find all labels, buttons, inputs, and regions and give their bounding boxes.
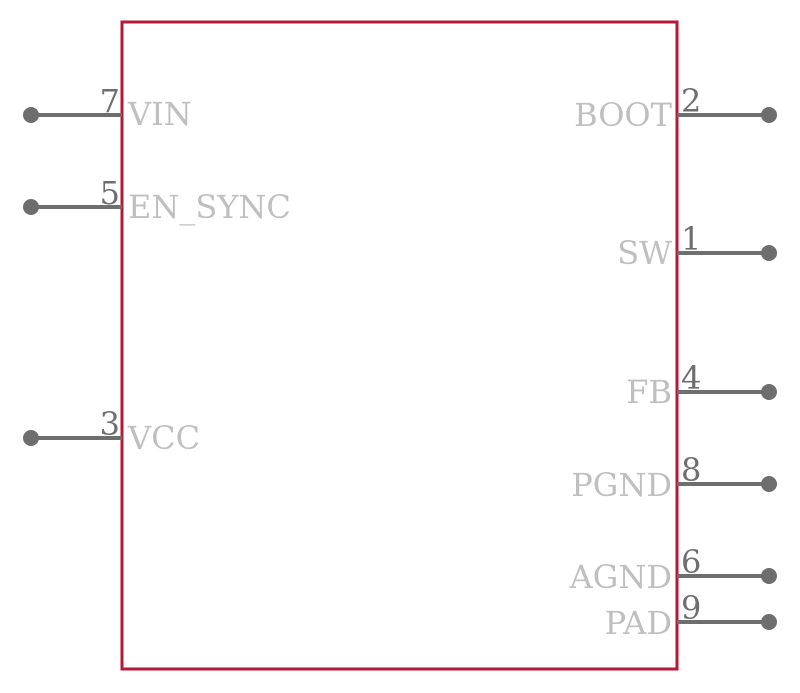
pin-number: 6 — [681, 543, 701, 581]
pin-number: 1 — [681, 220, 701, 258]
pin-number: 8 — [681, 451, 701, 489]
pin-endpoint-dot — [23, 107, 39, 123]
pin-name: PAD — [605, 604, 672, 642]
pin-name: FB — [626, 373, 672, 411]
pin-number: 7 — [100, 82, 120, 120]
pin-endpoint-dot — [23, 199, 39, 215]
pin-name: PGND — [571, 466, 672, 504]
pin-right-pgnd[interactable]: 8 PGND — [571, 451, 777, 504]
pin-name: VCC — [127, 419, 200, 457]
pin-left-vcc[interactable]: 3 VCC — [23, 405, 200, 457]
pin-endpoint-dot — [761, 568, 777, 584]
pin-endpoint-dot — [23, 430, 39, 446]
pin-endpoint-dot — [761, 245, 777, 261]
pin-endpoint-dot — [761, 614, 777, 630]
pin-right-pad[interactable]: 9 PAD — [605, 589, 777, 642]
pin-left-en-sync[interactable]: 5 EN_SYNC — [23, 174, 291, 226]
pin-right-sw[interactable]: 1 SW — [617, 220, 777, 272]
pin-number: 2 — [681, 82, 701, 120]
pin-endpoint-dot — [761, 384, 777, 400]
pin-name: BOOT — [574, 96, 673, 134]
pin-name: VIN — [127, 95, 192, 133]
pin-right-agnd[interactable]: 6 AGND — [569, 543, 777, 596]
pin-right-boot[interactable]: 2 BOOT — [574, 82, 777, 134]
pin-name: EN_SYNC — [128, 188, 291, 226]
pin-number: 9 — [681, 589, 701, 627]
pin-number: 3 — [100, 405, 120, 443]
component-body-outline — [120, 20, 679, 671]
pin-number: 5 — [100, 174, 120, 212]
pin-right-fb[interactable]: 4 FB — [626, 359, 777, 411]
pin-name: SW — [617, 234, 672, 272]
pin-endpoint-dot — [761, 476, 777, 492]
pin-number: 4 — [681, 359, 701, 397]
pin-left-vin[interactable]: 7 VIN — [23, 82, 192, 133]
pin-endpoint-dot — [761, 107, 777, 123]
pin-name: AGND — [569, 558, 672, 596]
